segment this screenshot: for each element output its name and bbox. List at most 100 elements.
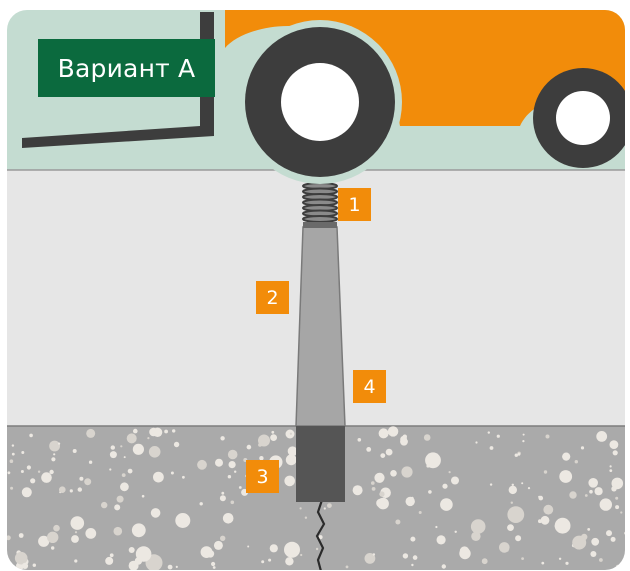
gravel-dot xyxy=(572,535,587,550)
gravel-dot xyxy=(3,474,7,478)
gravel-dot xyxy=(323,507,326,510)
gravel-dot xyxy=(599,498,612,511)
gravel-dot xyxy=(213,540,223,550)
gravel-dot xyxy=(387,426,399,437)
gravel-dot xyxy=(588,478,598,488)
gravel-dot xyxy=(405,496,415,507)
gravel-dot xyxy=(527,487,531,490)
gravel-dot xyxy=(9,459,14,464)
gravel-dot xyxy=(59,486,66,494)
gravel-dot xyxy=(609,440,619,449)
gravel-dot xyxy=(230,500,235,505)
gravel-dot xyxy=(113,526,123,536)
gravel-dot xyxy=(538,495,544,501)
gravel-dot xyxy=(246,444,252,450)
gravel-dot xyxy=(37,470,41,473)
gravel-dot xyxy=(88,460,93,464)
gravel-dot xyxy=(148,446,161,458)
gravel-dot xyxy=(70,516,85,530)
gravel-dot xyxy=(269,544,278,553)
gravel-dot xyxy=(471,531,481,541)
gravel-dot xyxy=(517,452,521,456)
gravel-dot xyxy=(380,453,386,458)
gravel-dot xyxy=(554,524,559,529)
gravel-dot xyxy=(259,456,264,461)
gravel-dot xyxy=(522,440,525,443)
gravel-dot xyxy=(371,487,376,491)
marker-2: 2 xyxy=(256,281,289,314)
gravel-dot xyxy=(141,494,145,498)
gravel-dot xyxy=(304,516,308,519)
gravel-dot xyxy=(441,564,446,569)
gravel-dot xyxy=(565,561,569,565)
gravel-dot xyxy=(170,471,174,475)
gravel-dot xyxy=(574,460,578,464)
gravel-dot xyxy=(412,555,418,560)
gravel-dot xyxy=(120,445,123,448)
gravel-dot xyxy=(10,486,14,490)
gravel-dot xyxy=(284,541,300,558)
gravel-dot xyxy=(615,564,621,570)
gravel-dot xyxy=(219,495,226,502)
support-pillar xyxy=(295,226,346,427)
gravel-dot xyxy=(423,434,431,441)
gravel-dot xyxy=(268,558,272,562)
gravel-dot xyxy=(300,553,303,557)
gravel-dot xyxy=(611,477,624,490)
gravel-dot xyxy=(609,469,613,472)
gravel-dot xyxy=(541,561,545,565)
gravel-dot xyxy=(167,564,173,570)
gravel-dot xyxy=(41,472,52,483)
gravel-dot xyxy=(247,545,250,548)
gravel-dot xyxy=(374,472,385,483)
gravel-dot xyxy=(481,558,488,565)
gravel-dot xyxy=(20,470,24,473)
gravel-dot xyxy=(352,485,363,496)
variant-label: Вариант A xyxy=(38,39,215,97)
gravel-dot xyxy=(227,449,238,460)
gravel-dot xyxy=(110,445,116,450)
gravel-dot xyxy=(182,475,185,479)
gravel-dot xyxy=(53,524,60,532)
gravel-dot xyxy=(7,471,11,475)
gravel-dot xyxy=(620,511,623,514)
gravel-dot xyxy=(554,517,571,534)
gravel-dot xyxy=(270,434,277,441)
gravel-dot xyxy=(440,498,453,511)
gravel-dot xyxy=(384,491,389,496)
gravel-dot xyxy=(228,461,236,469)
gravel-dot xyxy=(49,469,54,475)
gravel-dot xyxy=(521,482,524,485)
gravel-dot xyxy=(545,434,550,439)
front-wheel xyxy=(238,20,402,184)
gravel-dot xyxy=(133,428,138,434)
gravel-dot xyxy=(26,465,31,470)
gravel-dot xyxy=(428,490,432,494)
gravel-dot xyxy=(426,464,430,468)
gravel-dot xyxy=(591,537,600,546)
gravel-dot xyxy=(126,433,137,444)
gravel-dot xyxy=(379,491,385,497)
gravel-dot xyxy=(131,523,146,538)
crack-line-icon xyxy=(315,499,326,570)
gravel-dot xyxy=(127,468,133,474)
gravel-dot xyxy=(215,458,223,467)
gravel-dot xyxy=(594,487,603,496)
gravel-dot xyxy=(372,553,376,556)
gravel-dot xyxy=(508,485,517,495)
gravel-dot xyxy=(559,470,573,483)
gravel-dot xyxy=(624,531,625,535)
gravel-dot xyxy=(74,559,78,563)
spring-coil-icon xyxy=(302,182,338,228)
gravel-dot xyxy=(418,511,422,514)
gravel-dot xyxy=(589,489,593,494)
gravel-dot xyxy=(543,470,548,474)
gravel-dot xyxy=(475,441,478,444)
marker-3: 3 xyxy=(246,460,279,493)
gravel-dot xyxy=(285,454,297,466)
gravel-dot xyxy=(147,437,150,440)
gravel-dot xyxy=(580,446,585,450)
gravel-dot xyxy=(30,478,36,484)
gravel-dot xyxy=(442,483,448,489)
